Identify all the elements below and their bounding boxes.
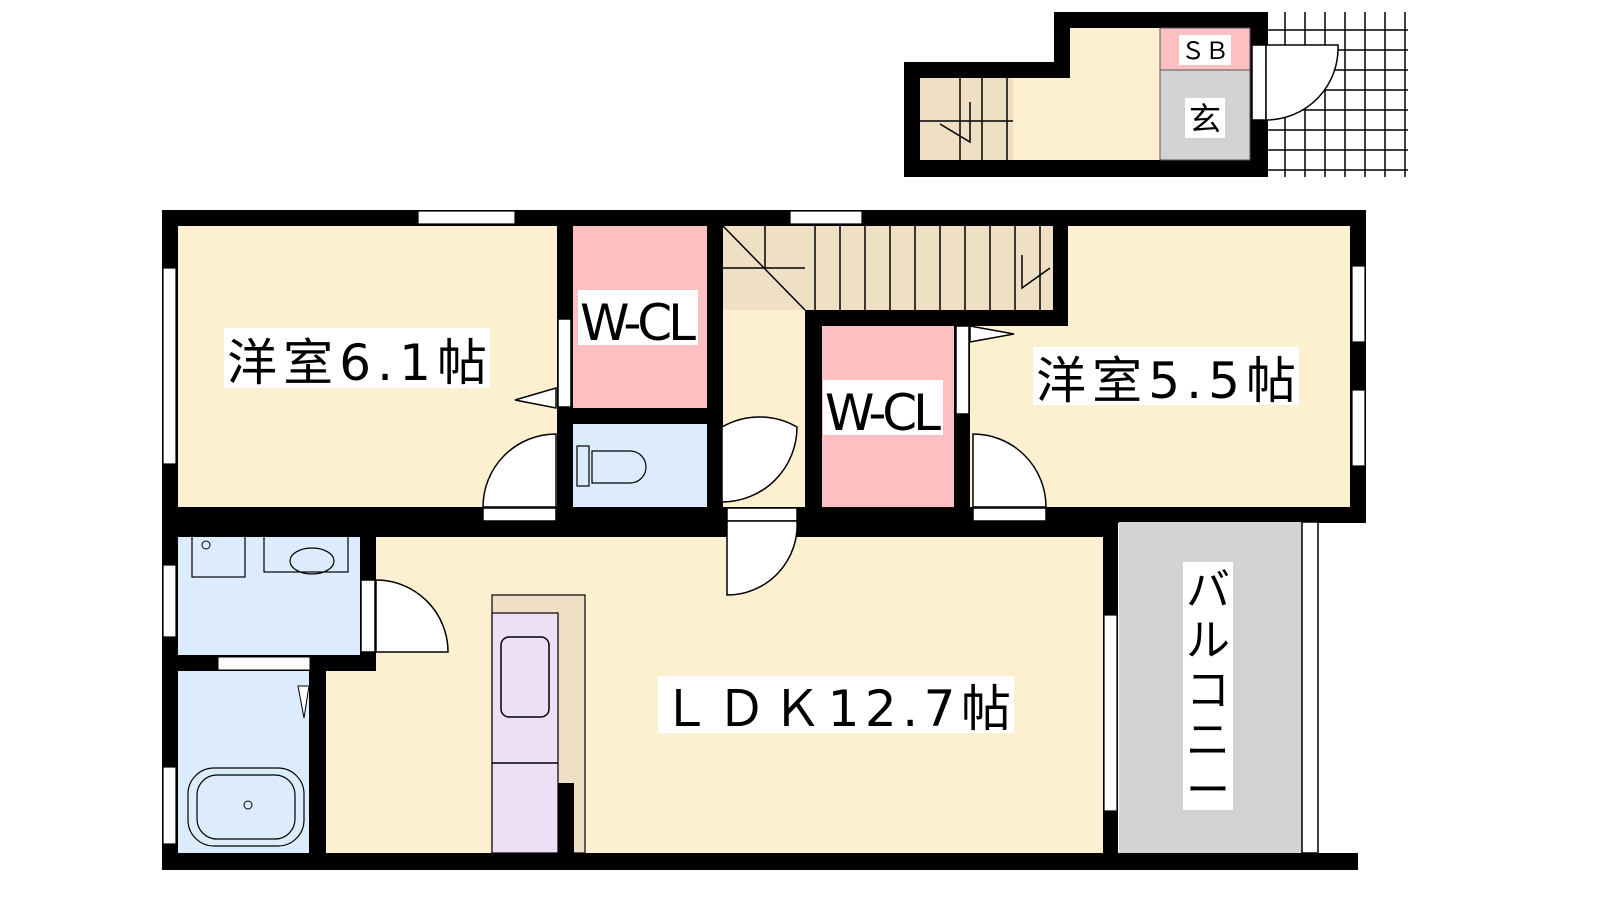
bathroom-door[interactable]: [217, 656, 311, 671]
walk-in-closet-2-label: W-CL: [825, 384, 941, 442]
washroom-door: [375, 579, 449, 653]
toilet-door: [721, 416, 798, 503]
ldk-label: ＬＤＫ12.7帖: [661, 680, 1011, 738]
closet-2-door: [955, 325, 970, 415]
room2-door: [972, 433, 1047, 508]
svg-text:コ: コ: [1186, 665, 1230, 716]
balcony-railing: [1301, 521, 1319, 854]
closet-1-door: [557, 318, 572, 408]
washing-machine-icon: [191, 533, 246, 578]
staircase: [722, 225, 1053, 311]
toilet-icon: [576, 445, 647, 487]
kitchen: [491, 594, 586, 854]
walk-in-closet-1-label: W-CL: [580, 294, 696, 352]
toilet: [573, 424, 707, 507]
western-room-2-label: 洋室5.5帖: [1036, 352, 1296, 410]
washbasin-icon: [263, 533, 349, 573]
entrance-stairs: [920, 78, 1013, 160]
svg-text:バ: バ: [1186, 565, 1230, 616]
entrance-door[interactable]: [1251, 44, 1339, 121]
svg-text:ル: ル: [1186, 615, 1230, 666]
balcony-label: バ ル コ ニ ー: [1186, 565, 1230, 816]
western-room-1-label: 洋室6.1帖: [227, 334, 487, 392]
entrance-floor: ＳＢ 玄: [904, 12, 1408, 177]
doors[interactable]: [360, 318, 1047, 653]
windows: [162, 210, 1366, 845]
entrance-hall: [1013, 28, 1160, 160]
washroom: [178, 537, 360, 655]
room1-door: [482, 433, 557, 508]
entrance-label: 玄: [1189, 100, 1221, 138]
svg-text:ー: ー: [1186, 765, 1230, 816]
bathroom: [178, 671, 309, 853]
kitchen-sink-icon: [500, 636, 550, 718]
entrance-stair-lines: [920, 78, 1013, 160]
shoe-box-label: ＳＢ: [1181, 37, 1229, 65]
ldk-door: [726, 507, 798, 522]
bathtub-icon: [187, 767, 305, 847]
svg-text:ニ: ニ: [1186, 715, 1230, 766]
